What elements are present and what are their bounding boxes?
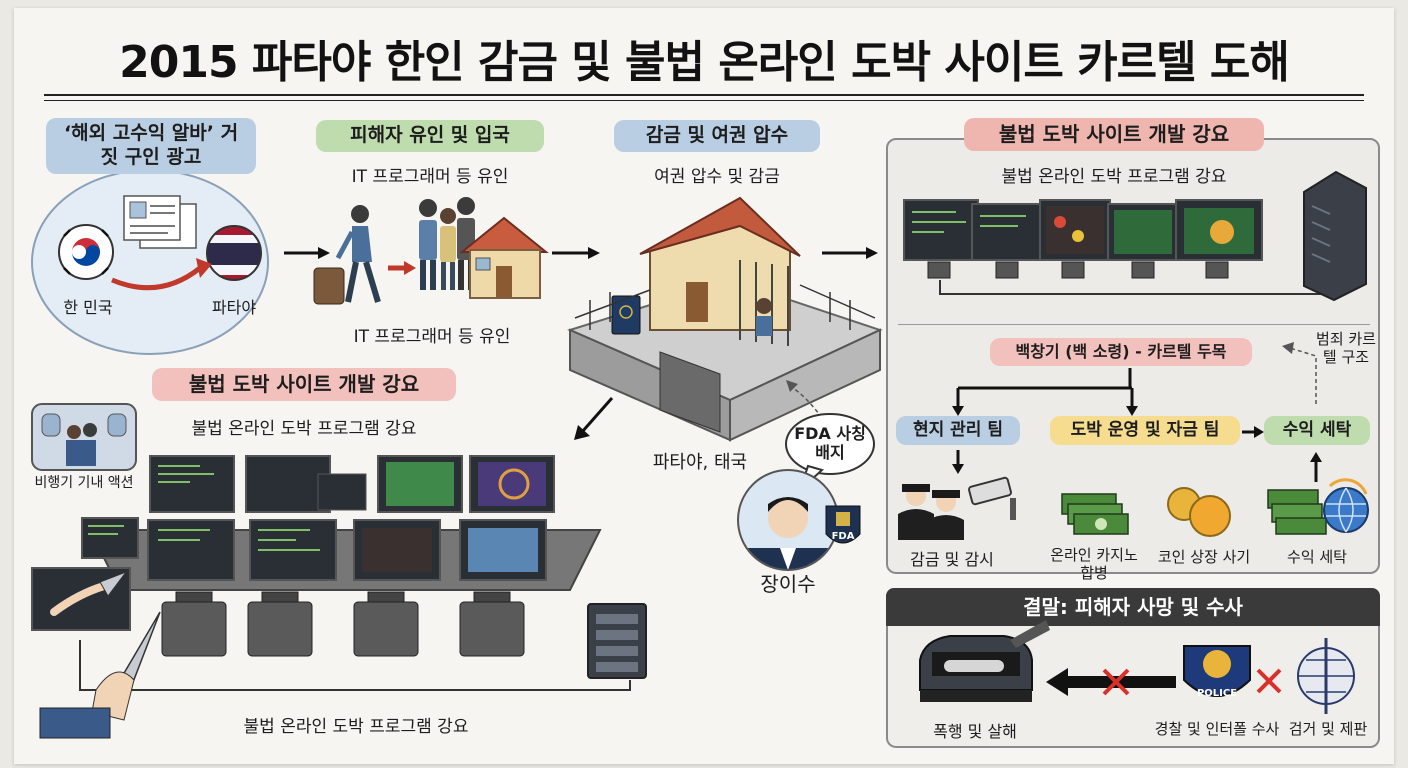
speech-bubble-text: FDA 사칭 배지 [794, 424, 866, 463]
arrow-1-2 [284, 247, 330, 259]
arrow-left-big [1046, 668, 1176, 696]
panel-divider [898, 324, 1370, 325]
arrow-2-3 [552, 247, 600, 259]
compound-prison-icon [567, 196, 883, 442]
airplane-cabin-icon [31, 403, 137, 471]
fake-officer-avatar-icon [737, 469, 839, 571]
travel-arrow-icon [111, 258, 212, 291]
traveler-with-luggage-icon [313, 205, 381, 305]
gambling-dev-monitors-icon [903, 170, 1367, 302]
ending-heading: 결말: 피해자 사망 및 수사 [886, 588, 1380, 626]
small-red-arrow [388, 261, 416, 275]
left-bottom-caption: 불법 온라인 도박 프로그램 강요 [243, 717, 469, 737]
cash-stack-icon [1061, 493, 1129, 535]
hacker-computers-icon [79, 455, 647, 691]
police-emblem-text: POLICE [1196, 688, 1238, 699]
to-country-label: 파타야 [211, 298, 257, 317]
arrow-3-4 [822, 247, 878, 259]
korea-flag-icon [58, 224, 114, 280]
team-local-label: 현지 관리 팀 [896, 416, 1020, 446]
step4-subtitle: 불법 온라인 도박 프로그램 강요 [1001, 167, 1227, 187]
thailand-flag-icon [206, 225, 262, 281]
step4-heading: 불법 도박 사이트 개발 강요 [964, 118, 1264, 151]
title-underline-bottom [44, 100, 1364, 101]
guards-cctv-icon [898, 476, 1016, 540]
fda-badge-icon [825, 505, 861, 544]
police-emblem-icon [1183, 645, 1251, 697]
location-label: 파타야, 태국 [652, 452, 748, 473]
page-title: 2015 파타야 한인 감금 및 불법 온라인 도박 사이트 카르텔 도해 [119, 37, 1290, 88]
org-tree-lines [952, 368, 1322, 482]
from-country-label: 한 민국 [63, 298, 113, 317]
title-underline-top [44, 94, 1364, 96]
caption-laundry: 수익 세탁 [1287, 548, 1347, 566]
step2-subtitle: IT 프로그래머 등 유인 [351, 167, 509, 187]
car-trunk-icon [919, 620, 1050, 702]
step2-heading: 피해자 유인 및 입국 [316, 120, 544, 152]
cartel-structure-label: 범죄 카르텔 구조 [1316, 330, 1376, 366]
red-x-icon-2 [1256, 668, 1282, 694]
dashed-pointer-arrow [786, 380, 823, 419]
plane-label: 비행기 기내 액션 [26, 472, 142, 492]
knife-icon [31, 567, 161, 739]
job-ad-papers-icon [123, 195, 197, 249]
dashed-feedback-arrow [1282, 342, 1317, 404]
interpol-emblem-icon [1297, 638, 1355, 714]
left-bottom-heading: 불법 도박 사이트 개발 강요 [152, 368, 456, 401]
fda-badge-text: FDA [831, 531, 855, 542]
bitcoin-coins-icon [1167, 487, 1231, 537]
caption-arrest: 검거 및 제판 [1288, 720, 1368, 738]
team-ops-label: 도박 운영 및 자금 팀 [1050, 416, 1240, 446]
caption-assault: 폭행 및 살해 [933, 722, 1017, 741]
recruiter-group-icon [419, 197, 475, 290]
arrow-3-left-bottom [574, 397, 614, 440]
red-x-icon-1 [1102, 668, 1130, 696]
step3-subtitle: 여권 압수 및 감금 [654, 167, 780, 187]
person-name: 장이수 [760, 572, 816, 596]
caption-casino: 온라인 카지노 합병 [1050, 546, 1138, 582]
caption-confine: 감금 및 감시 [910, 550, 994, 569]
left-bottom-subtitle: 불법 온라인 도박 프로그램 강요 [191, 419, 417, 439]
team-laundry-label: 수익 세탁 [1264, 416, 1370, 446]
money-globe-icon [1267, 478, 1369, 535]
step1-heading: ‘해외 고수익 알바’ 거짓 구인 광고 [46, 118, 256, 174]
step2-caption: IT 프로그래머 등 유인 [353, 327, 511, 347]
caption-coin: 코인 상장 사기 [1157, 548, 1251, 566]
cartel-boss-label: 백창기 (백 소령) - 카르텔 두목 [990, 338, 1252, 366]
house-icon [459, 216, 549, 299]
caption-police: 경찰 및 인터폴 수사 [1154, 720, 1280, 738]
step3-heading: 감금 및 여권 압수 [614, 120, 820, 152]
